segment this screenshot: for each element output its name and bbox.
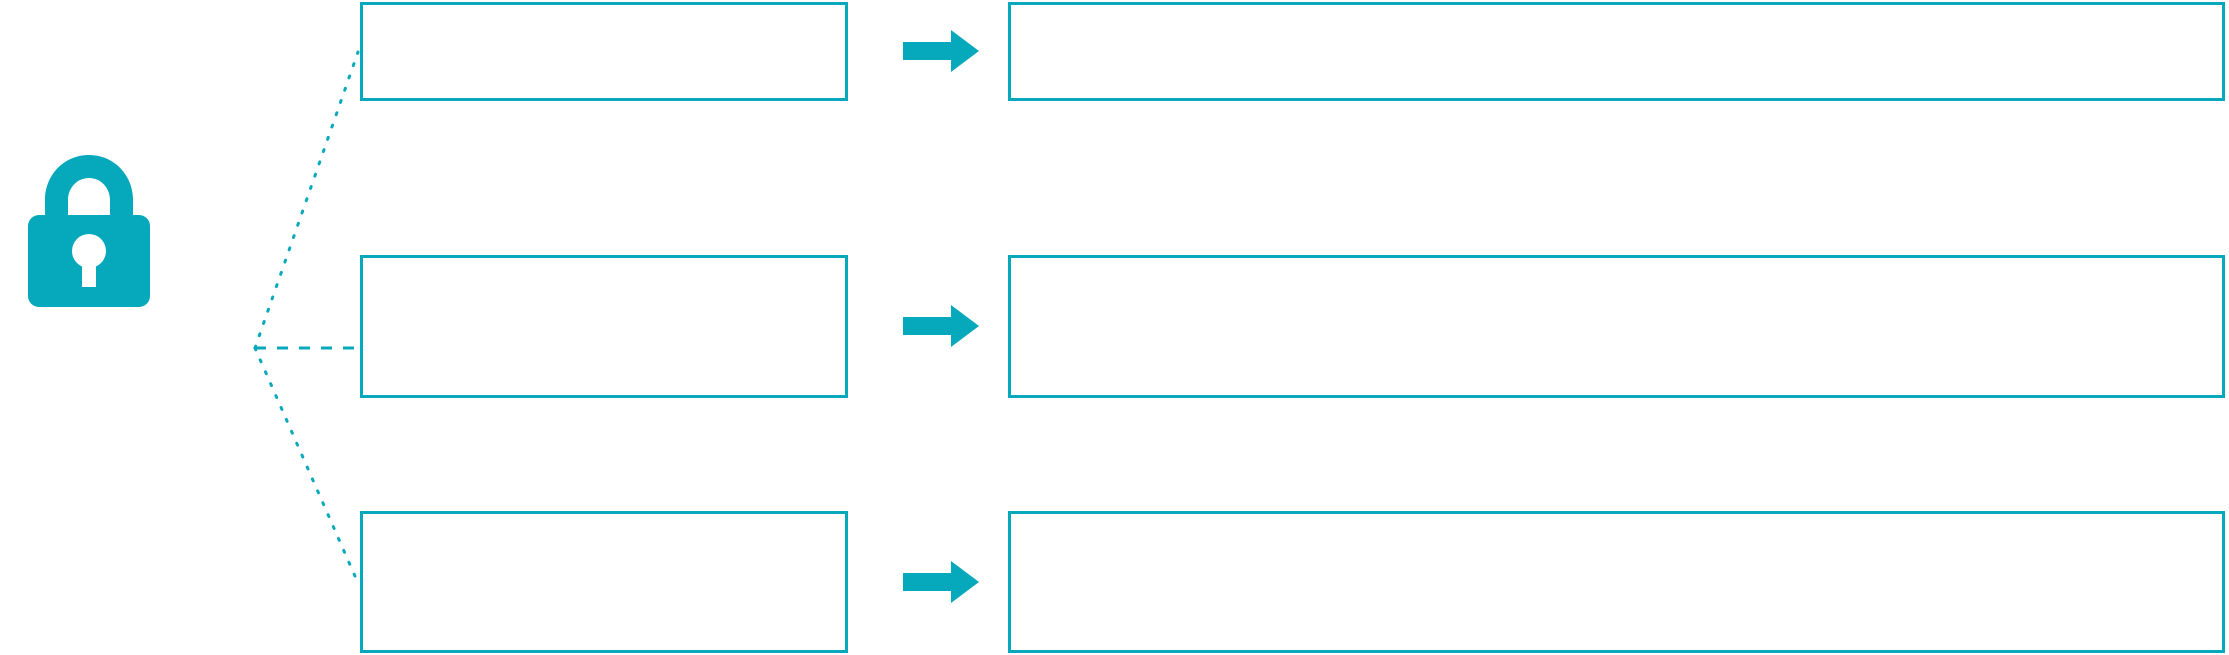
right-arrow-icon-row-1: [903, 30, 979, 72]
target-box-row-3[interactable]: [1008, 511, 2225, 653]
source-box-row-1[interactable]: [360, 2, 848, 101]
lock-icon: [28, 155, 150, 307]
source-box-row-3[interactable]: [360, 511, 848, 653]
right-arrow-icon-row-3: [903, 561, 979, 603]
connector-line-row-1: [253, 50, 360, 350]
right-arrow-icon-row-2: [903, 305, 979, 347]
target-box-row-1[interactable]: [1008, 2, 2225, 101]
target-box-row-2[interactable]: [1008, 255, 2225, 398]
source-box-row-2[interactable]: [360, 255, 848, 398]
connector-line-row-3: [253, 346, 360, 585]
